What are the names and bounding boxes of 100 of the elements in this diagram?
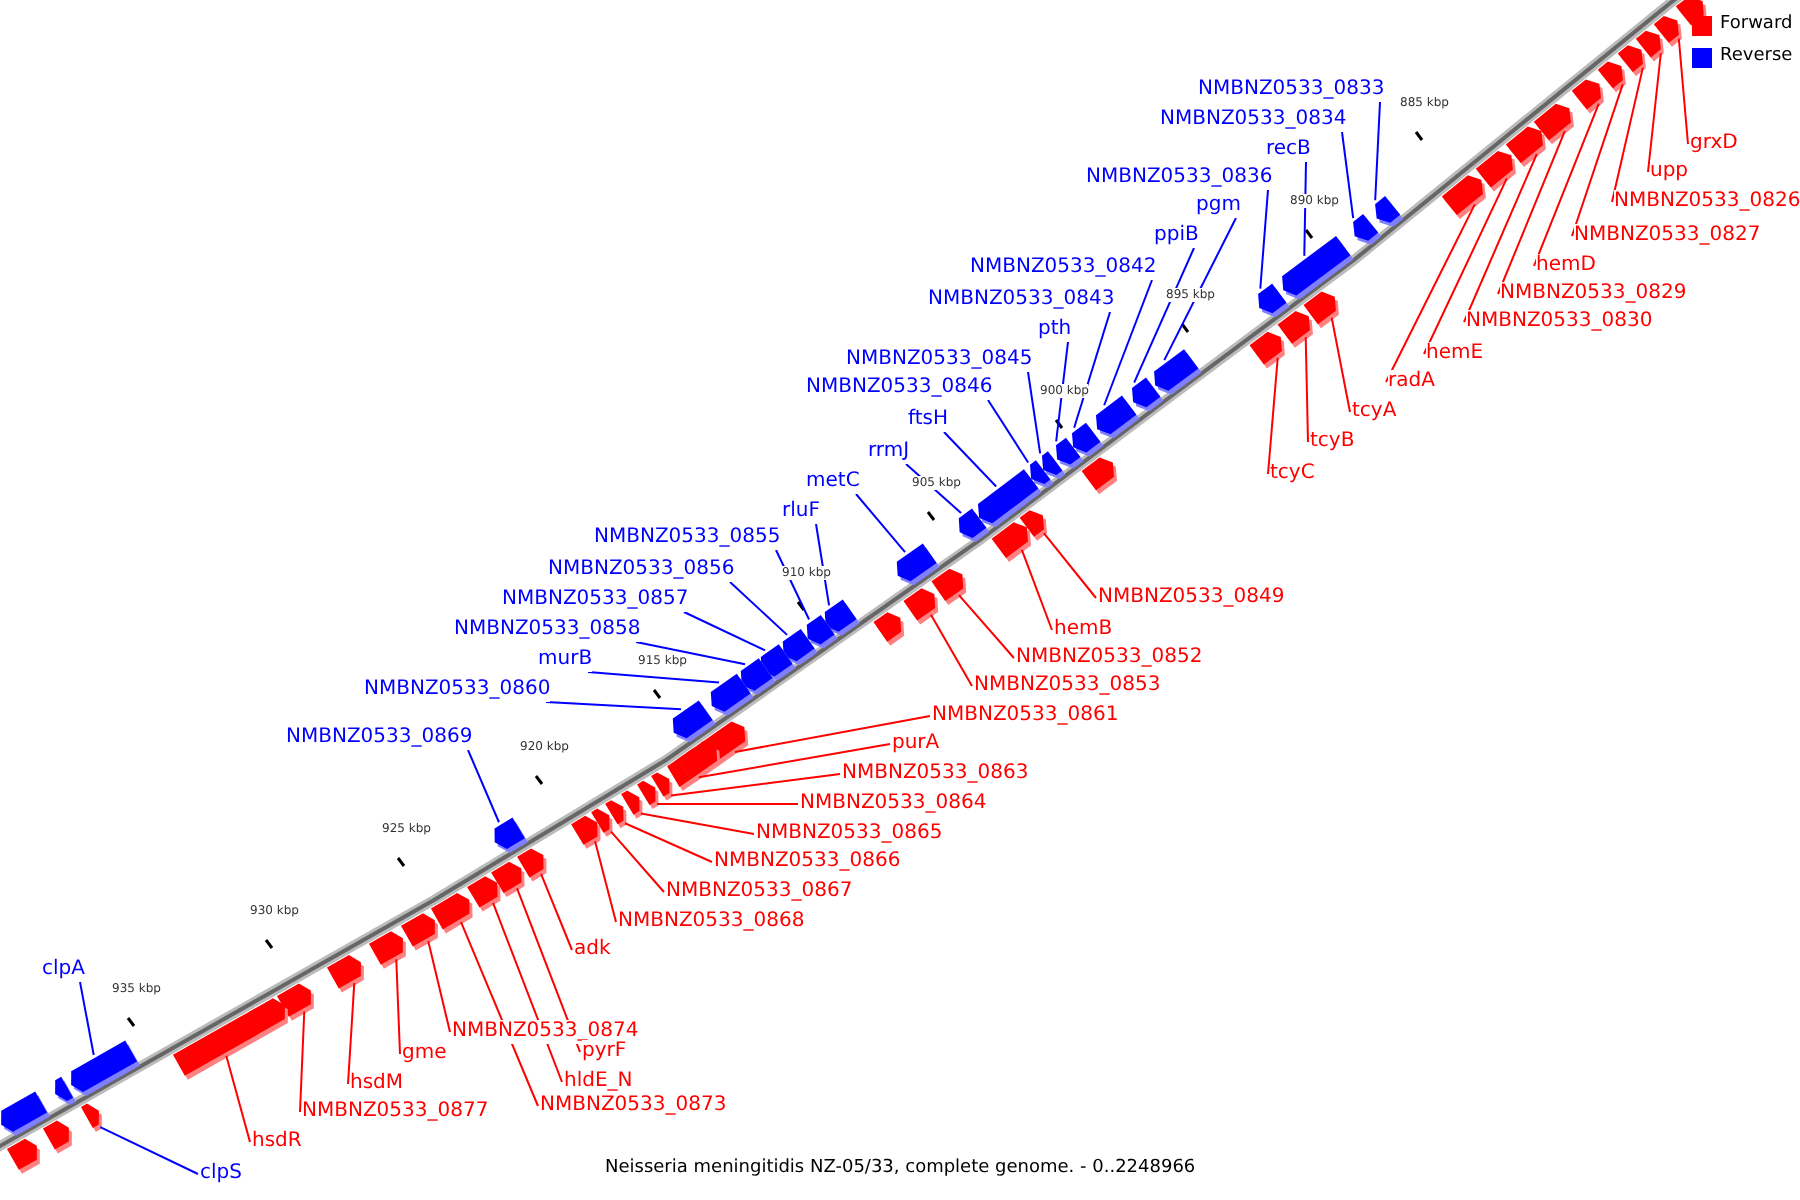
gene-label: tcyC <box>1270 462 1315 486</box>
gene-label: NMBNZ0533_0873 <box>540 1094 727 1118</box>
leader-line <box>545 701 683 711</box>
leader-line <box>1647 52 1662 173</box>
gene-label: NMBNZ0533_0826 <box>1614 190 1800 214</box>
leader-line <box>624 822 713 863</box>
gene-label: grxD <box>1690 132 1738 156</box>
gene-block <box>368 931 406 969</box>
gene-label: NMBNZ0533_0866 <box>714 850 901 874</box>
leader-line <box>670 773 841 797</box>
gene-label: ppiB <box>1154 224 1199 248</box>
leader-line <box>1042 532 1097 599</box>
gene-block <box>903 588 939 625</box>
gene-label: NMBNZ0533_0856 <box>548 558 735 582</box>
gene-block <box>1505 126 1546 168</box>
gene-label: NMBNZ0533_0868 <box>618 910 805 934</box>
legend-label: Forward <box>1720 14 1793 36</box>
gene-label: NMBNZ0533_0843 <box>928 288 1115 312</box>
gene-block <box>6 1138 40 1174</box>
leader-line <box>587 671 721 684</box>
gene-label: NMBNZ0533_0857 <box>502 588 689 612</box>
gene-label: pyrF <box>582 1040 627 1064</box>
gene-block <box>991 522 1032 562</box>
gene-label: NMBNZ0533_0833 <box>1198 78 1385 102</box>
leader-line <box>99 1126 199 1175</box>
gene-label: NMBNZ0533_0877 <box>302 1100 489 1124</box>
caption: Neisseria meningitidis NZ-05/33, complete genome. - 0..2248966 <box>605 1158 1196 1180</box>
gene-block <box>1571 79 1604 114</box>
gene-block <box>246 998 288 1038</box>
leader-line <box>79 981 95 1056</box>
gene-block <box>42 1120 72 1154</box>
gene-block <box>1277 311 1313 348</box>
gene-label: purA <box>892 732 940 756</box>
gene-block <box>400 913 438 951</box>
gene-label: NMBNZ0533_0865 <box>756 822 943 846</box>
gene-label: NMBNZ0533_0846 <box>806 376 993 400</box>
gene-label: rrmJ <box>868 440 910 464</box>
gene-label: NMBNZ0533_0834 <box>1160 108 1347 132</box>
gene-block <box>806 614 838 649</box>
gene-block <box>873 612 905 646</box>
leader-line <box>1303 161 1307 257</box>
gene-label: metC <box>806 470 860 494</box>
gene-block <box>958 508 990 542</box>
leader-line <box>1341 131 1355 220</box>
gene-block <box>1154 349 1202 395</box>
leader-line <box>225 1054 251 1143</box>
leader-line <box>1020 548 1053 631</box>
leader-line <box>929 613 973 687</box>
leader-line <box>1027 371 1042 455</box>
gene-label: NMBNZ0533_0849 <box>1098 586 1285 610</box>
leader-line <box>656 802 799 805</box>
gene-block <box>1597 61 1626 93</box>
leader-line <box>594 840 617 923</box>
leader-line <box>957 594 1015 659</box>
leader-line <box>987 399 1030 464</box>
gene-block <box>1249 331 1285 369</box>
gene-label: NMBNZ0533_0860 <box>364 678 551 702</box>
leader-line <box>855 493 907 554</box>
gene-label: murB <box>538 648 593 672</box>
gene-block <box>326 955 364 993</box>
leader-line <box>640 812 755 835</box>
gene-label: rluF <box>782 500 820 524</box>
gene-block <box>172 1012 262 1080</box>
leader-line <box>943 431 998 488</box>
gene-label: NMBNZ0533_0853 <box>974 674 1161 698</box>
gene-block <box>1258 283 1290 318</box>
leader-line <box>1423 177 1508 355</box>
gene-block <box>1055 437 1084 469</box>
leader-line <box>1497 130 1566 295</box>
leader-line <box>460 921 539 1107</box>
gene-block <box>1441 175 1486 220</box>
leader-line <box>635 641 747 666</box>
leader-line <box>1133 247 1195 384</box>
gene-block <box>1095 395 1140 439</box>
leader-line <box>1463 153 1538 323</box>
leader-line <box>347 982 356 1085</box>
leader-line <box>1163 217 1237 362</box>
leader-line <box>815 523 831 607</box>
gene-block <box>1353 213 1382 245</box>
gene-block <box>494 817 528 853</box>
leader-line <box>697 743 891 779</box>
gene-label: NMBNZ0533_0867 <box>666 880 853 904</box>
legend-label: Reverse <box>1720 46 1793 68</box>
gene-label: gme <box>402 1042 447 1066</box>
gene-label: upp <box>1650 160 1689 184</box>
gene-label: pgm <box>1196 194 1241 218</box>
gene-block <box>1375 196 1404 227</box>
leader-line <box>1330 316 1351 413</box>
leader-line <box>299 1010 306 1113</box>
gene-label: tcyA <box>1352 400 1397 424</box>
gene-label: NMBNZ0533_0827 <box>1574 224 1761 248</box>
gene-block <box>672 700 716 743</box>
gene-block <box>1475 150 1516 192</box>
gene-block <box>710 673 754 716</box>
leader-line <box>1374 101 1381 202</box>
gene-block <box>467 876 501 912</box>
leader-line <box>427 940 451 1033</box>
gene-label: NMBNZ0533_0869 <box>286 726 473 750</box>
gene-label: NMBNZ0533_0852 <box>1016 646 1203 670</box>
leader-line <box>1571 83 1624 237</box>
